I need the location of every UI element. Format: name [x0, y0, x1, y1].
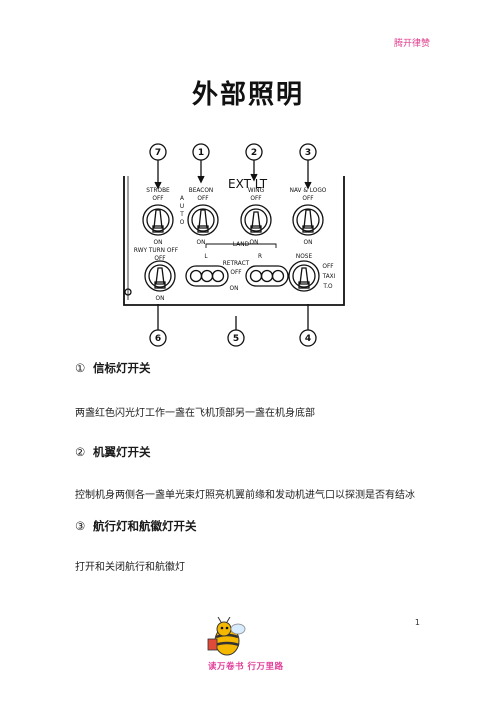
- callout-2: 2: [251, 148, 257, 158]
- nose-taxi-label: TAXI: [322, 274, 336, 280]
- header-tag: 腾开律赞: [393, 39, 430, 49]
- section-1-number: ①: [75, 361, 86, 375]
- wing-off-label: OFF: [250, 196, 261, 202]
- page-title: 外部照明: [191, 80, 304, 110]
- beacon-on-label: ON: [197, 240, 206, 246]
- beacon-label: BEACON: [189, 188, 213, 194]
- callout-7: 7: [155, 148, 161, 158]
- panel-title: EXT LT: [228, 177, 268, 191]
- nav-logo-off-label: OFF: [302, 196, 313, 202]
- footer: 读万卷书 行万里路: [186, 617, 296, 677]
- auto-o: O: [180, 220, 185, 226]
- wing-on-label: ON: [250, 240, 259, 246]
- land-left-label: L: [204, 254, 208, 260]
- auto-t: T: [179, 212, 184, 218]
- callout-5: 5: [233, 334, 239, 344]
- panel-drawing: 7 1 2 3 6 5 4 EXT LT STROBE OFF ON A U T…: [123, 143, 345, 347]
- strobe-label: STROBE: [146, 188, 170, 194]
- wing-label: WING: [248, 188, 265, 194]
- rwy-turn-label: RWY TURN OFF: [134, 248, 178, 254]
- page-number: 1: [414, 618, 420, 627]
- bee-mascot-icon: [207, 617, 246, 656]
- rwy-turn-on-label: ON: [156, 296, 165, 302]
- callout-4: 4: [305, 334, 311, 344]
- rwy-turn-off-label: OFF: [154, 256, 165, 262]
- callout-6: 6: [155, 334, 161, 344]
- section-2-number: ②: [75, 445, 86, 459]
- land-off-label: OFF: [230, 270, 241, 276]
- nose-label: NOSE: [296, 254, 313, 260]
- section-2-title: 机翼灯开关: [93, 445, 151, 459]
- nav-logo-label: NAV & LOGO: [290, 188, 327, 194]
- section-2-text: 控制机身两侧各一盏单光束灯照亮机翼前缘和发动机进气口以探测是否有结冰: [75, 490, 415, 501]
- nav-logo-on-label: ON: [304, 240, 313, 246]
- land-retract-label: RETRACT: [223, 261, 250, 267]
- auto-a: A: [180, 196, 184, 202]
- auto-u: U: [180, 204, 184, 210]
- strobe-off-label: OFF: [152, 196, 163, 202]
- land-right-label: R: [258, 254, 262, 260]
- land-on-label: ON: [230, 286, 239, 292]
- section-2-heading: ② 机翼灯开关: [75, 444, 151, 460]
- land-label: LAND: [233, 242, 250, 248]
- section-3-heading: ③ 航行灯和航徽灯开关: [75, 518, 197, 534]
- beacon-off-label: OFF: [197, 196, 208, 202]
- section-1-heading: ① 信标灯开关: [75, 360, 151, 376]
- section-3-number: ③: [75, 519, 86, 533]
- section-1-title: 信标灯开关: [93, 361, 151, 375]
- callout-3: 3: [305, 148, 311, 158]
- footer-slogan: 读万卷书 行万里路: [208, 662, 284, 672]
- nose-off-label: OFF: [322, 264, 333, 270]
- section-3-title: 航行灯和航徽灯开关: [93, 519, 197, 533]
- nose-to-label: T.O: [322, 284, 333, 290]
- callout-1: 1: [198, 148, 204, 158]
- section-3-text: 打开和关闭航行和航徽灯: [75, 562, 185, 573]
- section-1-text: 两盏红色闪光灯工作一盏在飞机顶部另一盏在机身底部: [75, 408, 315, 419]
- ext-lt-panel-diagram: 7 1 2 3 6 5 4 EXT LT STROBE OFF ON A U T…: [118, 140, 350, 352]
- strobe-on-label: ON: [154, 240, 163, 246]
